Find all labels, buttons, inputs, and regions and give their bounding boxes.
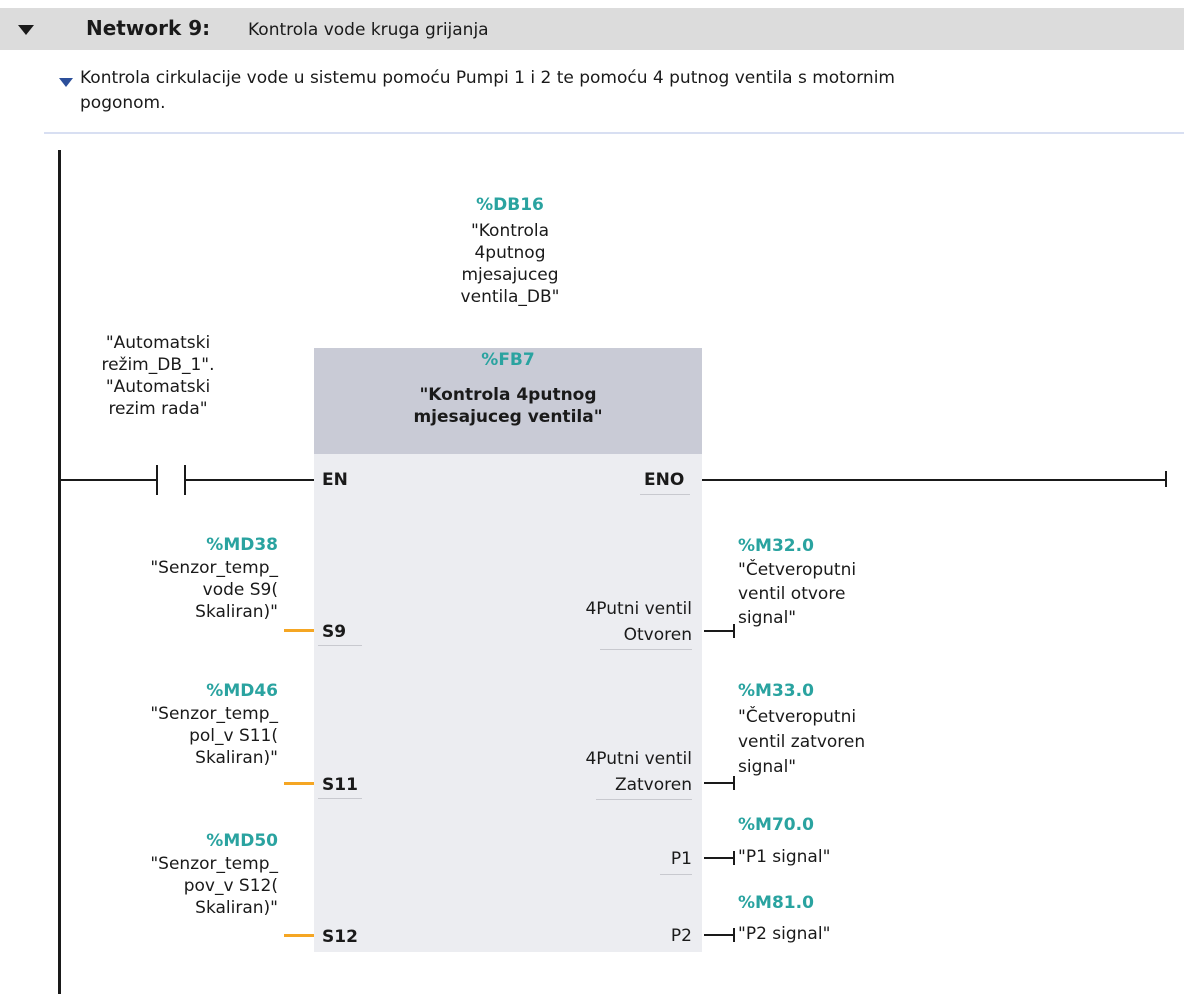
output-operand-line: ventil otvore [738,584,846,604]
input-address[interactable]: %MD46 [206,681,278,701]
rung-wire-left [60,479,158,481]
comment-separator [44,132,1184,134]
instance-db-name[interactable]: "Kontrola 4putnog mjesajuceg ventila_DB" [410,220,610,308]
network-comment[interactable]: Kontrola cirkulacije vode u sistemu pomo… [80,66,1180,116]
pin-label-line: Otvoren [623,625,692,645]
function-block-header[interactable] [314,348,702,454]
output-operand-line: signal" [738,757,797,777]
pin-s9: S9 [322,622,347,642]
pin-label-line: 4Putni ventil [585,599,692,619]
output-address[interactable]: %M32.0 [738,536,814,556]
pin-underline [318,798,362,799]
pin-s11: S11 [322,775,358,795]
input-wire [284,782,314,785]
pin-eno: ENO [644,470,685,490]
network-title: Network 9: [86,16,211,40]
input-wire [284,629,314,632]
input-operand-line: "Senzor_temp_ [150,704,278,724]
eno-wire [702,479,1166,481]
output-operand-line: "Četveroputni [738,707,857,727]
rung-wire-to-en [186,479,314,481]
input-operand-line: "Senzor_temp_ [150,558,278,578]
output-operand[interactable]: "Četveroputni ventil otvore signal" [738,558,856,630]
output-operand[interactable]: "Četveroputni ventil zatvoren signal" [738,705,865,780]
output-wire [704,782,734,784]
pin-p1: P1 [670,849,692,869]
instance-db-line: ventila_DB" [460,287,560,307]
output-operand-line: "P2 signal" [738,924,831,944]
input-operand-line: Skaliran)" [195,748,278,768]
pin-en: EN [322,470,348,490]
contact-line: rezim rada" [108,399,208,419]
output-operand-line: "Četveroputni [738,560,857,580]
collapse-network-icon[interactable] [18,25,34,35]
pin-zatvoren: 4Putni ventil Zatvoren [480,746,692,798]
input-operand[interactable]: "Senzor_temp_ vode S9( Skaliran)" [60,557,278,623]
instance-db-line: mjesajuceg [461,265,559,285]
pin-underline [596,799,692,800]
pin-underline [318,645,362,646]
output-operand[interactable]: "P2 signal" [738,923,830,945]
instance-db-line: "Kontrola [470,221,550,241]
pin-label-line: Zatvoren [614,775,692,795]
power-rail [58,150,61,994]
eno-wire-end [1165,471,1167,487]
input-operand-line: Skaliran)" [195,602,278,622]
pin-underline [600,649,692,650]
network-subtitle[interactable]: Kontrola vode kruga grijanja [248,20,489,40]
input-operand-line: pov_v S12( [183,876,278,896]
output-operand-line: ventil zatvoren [738,732,866,752]
fb-name-line: "Kontrola 4putnog [419,385,597,405]
output-wire [704,630,734,632]
network-header[interactable] [0,8,1184,50]
input-address[interactable]: %MD50 [206,831,278,851]
output-wire-end [733,776,735,790]
fb-name: "Kontrola 4putnog mjesajuceg ventila" [314,384,702,428]
input-operand-line: "Senzor_temp_ [150,854,278,874]
pin-s12: S12 [322,927,358,947]
comment-line: pogonom. [80,93,166,113]
input-operand-line: pol_v S11( [189,726,278,746]
comment-line: Kontrola cirkulacije vode u sistemu pomo… [80,68,895,88]
output-wire-end [733,851,735,865]
contact-left-plate[interactable] [156,465,158,495]
contact-line: "Automatski [105,333,211,353]
contact-right-plate[interactable] [184,465,186,495]
input-wire [284,934,314,937]
contact-line: "Automatski [105,377,211,397]
input-operand[interactable]: "Senzor_temp_ pov_v S12( Skaliran)" [60,853,278,919]
fb-name-line: mjesajuceg ventila" [413,407,603,427]
output-operand-line: signal" [738,608,797,628]
output-address[interactable]: %M33.0 [738,681,814,701]
contact-operand[interactable]: "Automatski režim_DB_1". "Automatski rez… [68,332,248,420]
pin-p2: P2 [670,926,692,946]
pin-underline [640,494,690,495]
input-operand[interactable]: "Senzor_temp_ pol_v S11( Skaliran)" [60,703,278,769]
pin-label-line: 4Putni ventil [585,749,692,769]
fb-address: %FB7 [481,350,535,370]
output-operand-line: "P1 signal" [738,847,831,867]
instance-db-line: 4putnog [474,243,546,263]
contact-line: režim_DB_1". [101,355,215,375]
output-wire [704,934,734,936]
output-operand[interactable]: "P1 signal" [738,846,830,868]
pin-underline [660,874,692,875]
output-wire-end [733,928,735,942]
collapse-comment-icon[interactable] [59,78,73,87]
output-wire-end [733,624,735,638]
input-address[interactable]: %MD38 [206,535,278,555]
output-address[interactable]: %M70.0 [738,815,814,835]
pin-otvoren: 4Putni ventil Otvoren [480,596,692,648]
instance-db-address[interactable]: %DB16 [476,195,544,215]
output-address[interactable]: %M81.0 [738,893,814,913]
input-operand-line: vode S9( [202,580,278,600]
input-operand-line: Skaliran)" [195,898,278,918]
output-wire [704,857,734,859]
